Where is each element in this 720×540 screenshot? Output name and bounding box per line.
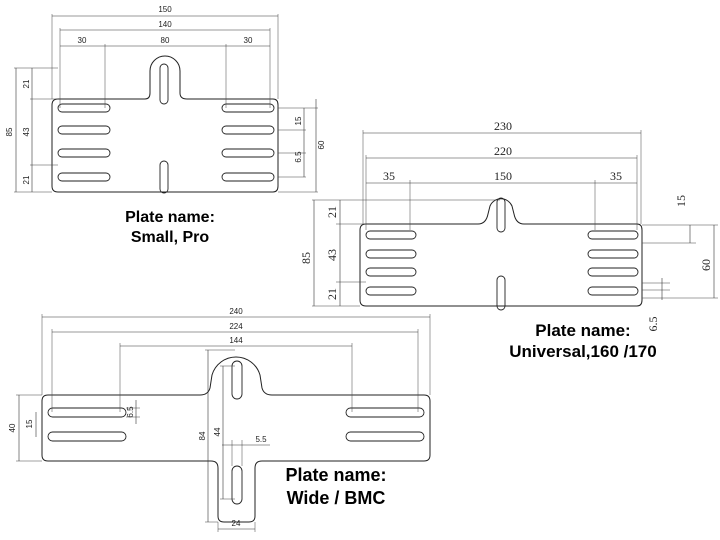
dim-overall-width: 150 xyxy=(158,5,172,14)
dim-mid-spacing: 43 xyxy=(22,127,31,136)
plate-wide-bmc: 240 224 144 40 15 6.5 84 44 5.5 24 xyxy=(8,307,431,532)
slot xyxy=(345,407,425,418)
plate-name-caption: Plate name: xyxy=(285,465,387,485)
slot xyxy=(365,286,417,296)
plate-wide-bmc-outline xyxy=(41,356,431,523)
slot xyxy=(57,103,111,113)
slot xyxy=(365,249,417,259)
slot xyxy=(365,230,417,240)
slot xyxy=(587,267,639,277)
dim-inner-width: 224 xyxy=(229,322,243,331)
dim-slot-width: 6.5 xyxy=(294,151,303,163)
plate-name-value: Wide / BMC xyxy=(286,487,386,508)
plate-name-value: Small, Pro xyxy=(130,229,210,246)
dim-slot-width: 6.5 xyxy=(126,406,135,418)
slot xyxy=(221,103,275,113)
slot xyxy=(221,148,275,158)
plate-small-pro-outline xyxy=(51,55,279,193)
slot xyxy=(231,360,243,400)
dim-bottom-width: 24 xyxy=(232,519,241,528)
plate-label-wide-bmc: Plate name: Wide / BMC xyxy=(266,464,406,509)
plate-name-caption: Plate name: xyxy=(125,209,215,226)
dim-overall-height: 85 xyxy=(299,252,313,264)
plate-name-caption: Plate name: xyxy=(535,321,631,340)
dim-overall-width: 240 xyxy=(229,307,243,316)
slot xyxy=(221,125,275,135)
dim-center-pitch: 80 xyxy=(161,36,170,45)
dim-left-height: 40 xyxy=(8,423,17,432)
dim-slot-pitch: 15 xyxy=(674,195,688,207)
slot xyxy=(47,431,127,442)
slot xyxy=(57,125,111,135)
slot xyxy=(159,160,169,194)
dim-inner-width: 220 xyxy=(494,144,512,158)
slot xyxy=(47,407,127,418)
dim-bottom-spacing: 21 xyxy=(22,175,31,184)
plate-label-small-pro: Plate name: Small, Pro xyxy=(100,208,240,248)
plate-universal: 230 220 35 150 35 85 21 43 21 15 60 6.5 xyxy=(299,119,718,332)
dim-left-pitch: 30 xyxy=(78,36,87,45)
slot xyxy=(345,431,425,442)
dim-left-pitch: 35 xyxy=(383,169,395,183)
dim-center-pitch: 144 xyxy=(229,336,243,345)
dim-center-pitch: 150 xyxy=(494,169,512,183)
slot xyxy=(587,286,639,296)
dim-center-height: 84 xyxy=(198,431,207,440)
slot xyxy=(221,172,275,182)
slot xyxy=(159,63,169,105)
dim-slot-pitch: 15 xyxy=(294,116,303,125)
dim-center-slot: 44 xyxy=(213,427,222,436)
slot xyxy=(231,465,243,505)
plate-small-pro: 150 140 30 80 30 85 21 43 21 15 6.5 60 xyxy=(5,5,326,194)
slot xyxy=(57,148,111,158)
dim-right-height: 60 xyxy=(317,140,326,149)
dim-right-pitch: 30 xyxy=(244,36,253,45)
plate-universal-outline xyxy=(359,198,643,307)
slot xyxy=(587,230,639,240)
dim-mid-spacing: 43 xyxy=(325,249,339,261)
dim-right-pitch: 35 xyxy=(610,169,622,183)
dim-top-spacing: 21 xyxy=(325,206,339,218)
dim-slot-pitch: 15 xyxy=(25,419,34,428)
dim-bottom-spacing: 21 xyxy=(325,288,339,300)
slot xyxy=(587,249,639,259)
dim-top-spacing: 21 xyxy=(22,79,31,88)
dim-overall-width: 230 xyxy=(494,119,512,133)
slot xyxy=(496,197,506,233)
dim-center-slot-width: 5.5 xyxy=(255,435,267,444)
dim-slot-width: 6.5 xyxy=(646,317,660,332)
slot xyxy=(496,275,506,311)
dim-overall-height: 85 xyxy=(5,127,14,136)
slot xyxy=(365,267,417,277)
plate-name-value: Universal,160 /170 xyxy=(509,342,657,362)
plate-label-universal: Plate name: Universal,160 /170 xyxy=(488,320,678,363)
dim-inner-width: 140 xyxy=(158,20,172,29)
dim-right-height: 60 xyxy=(699,259,713,271)
slot xyxy=(57,172,111,182)
